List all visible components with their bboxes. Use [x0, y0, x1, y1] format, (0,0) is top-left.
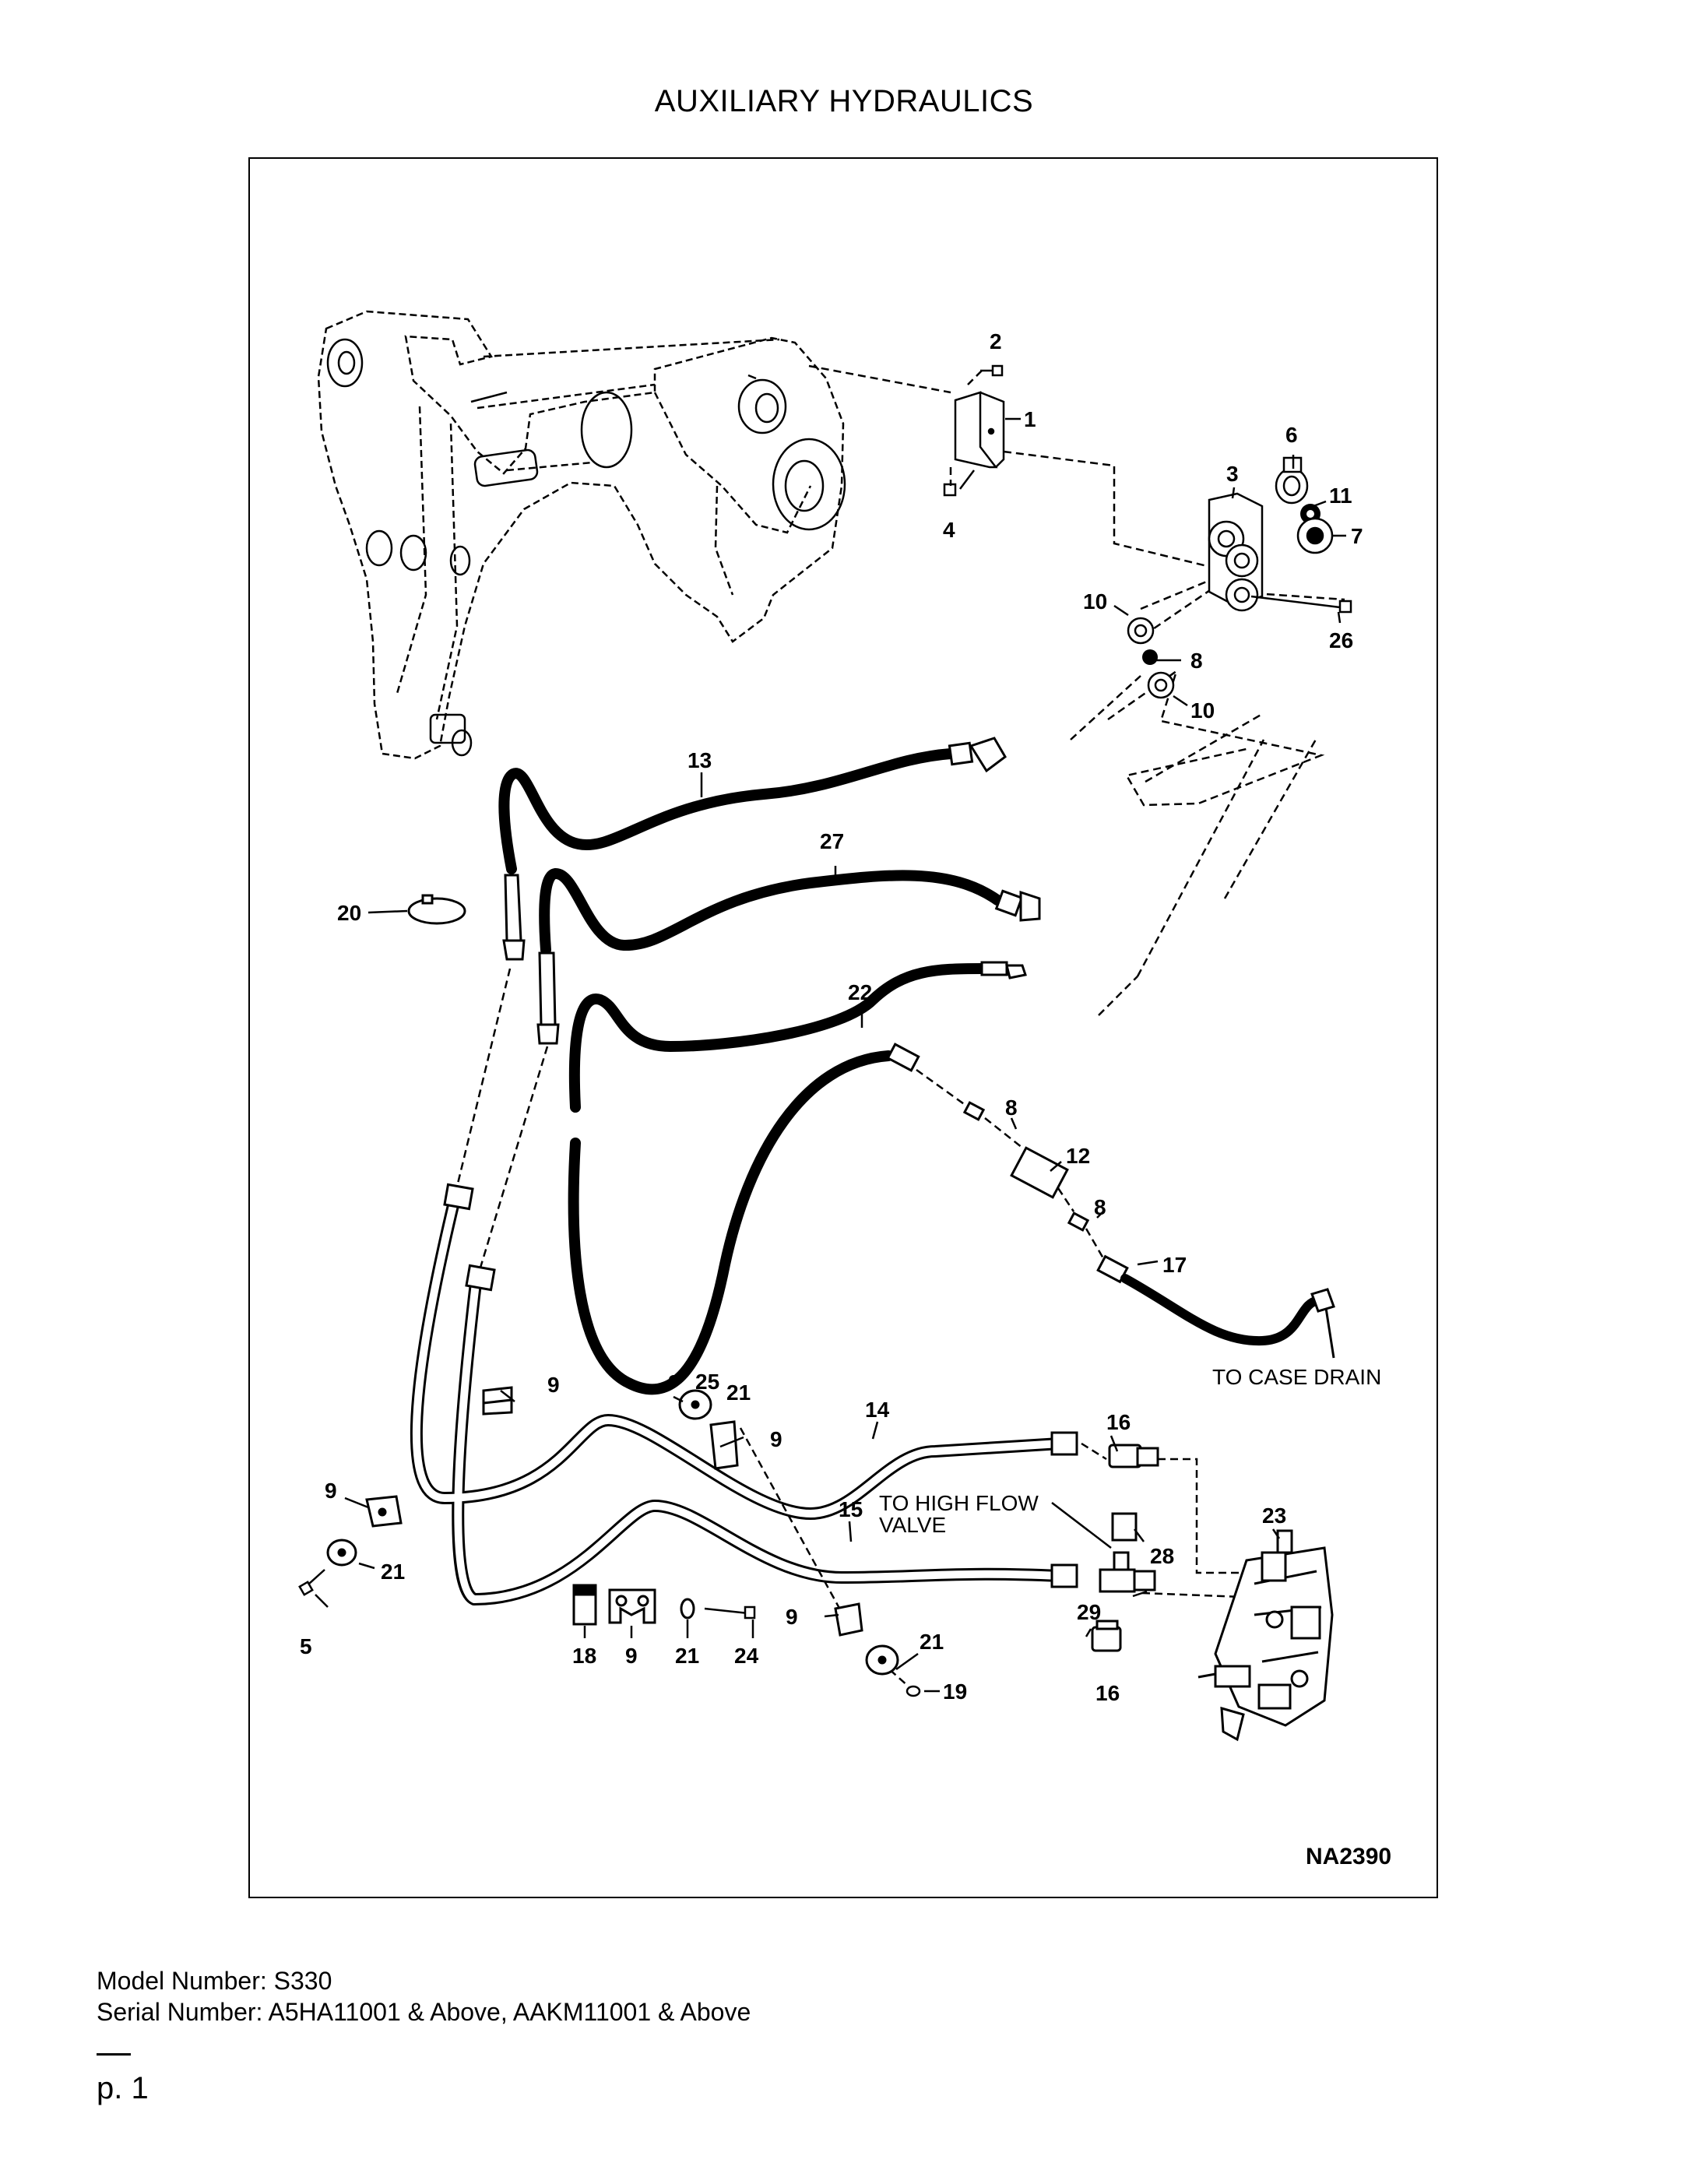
clamp-9-d	[608, 1588, 656, 1624]
callout-22: 22	[848, 980, 872, 1004]
nut-25	[669, 1375, 678, 1384]
callout-10-b: 10	[1190, 698, 1215, 723]
washer-21-a	[326, 1539, 357, 1567]
callout-21-b: 21	[726, 1380, 751, 1405]
page-number: p. 1	[97, 2071, 149, 2105]
clamp-9-e	[834, 1602, 863, 1637]
hose-17	[1120, 1274, 1323, 1346]
bolt-24	[704, 1605, 756, 1620]
fitting-28	[1111, 1512, 1138, 1542]
hose-13-fitting	[502, 737, 1007, 961]
callout-16-b: 16	[1095, 1681, 1120, 1705]
clamp-9-b	[365, 1495, 403, 1528]
callout-17: 17	[1162, 1253, 1187, 1277]
fitting-29	[1099, 1551, 1156, 1593]
note-high-flow-line2: VALVE	[879, 1513, 946, 1537]
model-number: Model Number: S330	[97, 1967, 332, 1995]
callout-6: 6	[1285, 423, 1298, 447]
callout-23: 23	[1262, 1503, 1286, 1528]
callout-4: 4	[943, 518, 955, 542]
callout-18: 18	[572, 1644, 596, 1668]
callout-12: 12	[1066, 1144, 1090, 1168]
callout-11: 11	[1329, 484, 1352, 508]
callout-21-a: 21	[381, 1560, 405, 1584]
steel-line-fittings	[443, 1183, 1078, 1588]
hose-22-fitting	[886, 961, 1027, 1072]
figure-id: NA2390	[1306, 1844, 1391, 1869]
loader-arm-drawing	[317, 310, 845, 760]
callout-25: 25	[695, 1370, 719, 1394]
bolt-5	[298, 1569, 325, 1596]
bolt-26	[1250, 595, 1352, 614]
callout-8-a: 8	[1190, 649, 1203, 673]
bolt-2	[980, 364, 1004, 377]
callout-26: 26	[1329, 628, 1353, 652]
callout-28: 28	[1150, 1544, 1174, 1568]
callout-29: 29	[1077, 1600, 1101, 1624]
filter-assembly	[962, 1101, 1129, 1284]
fitting-10-upper	[1127, 617, 1155, 645]
coupler-block-3	[1208, 492, 1264, 612]
washer-21-b	[678, 1389, 712, 1420]
clamp-9-a	[482, 1386, 513, 1416]
hose-27	[539, 868, 1003, 955]
callout-9-b: 9	[325, 1479, 337, 1503]
callout-8-b: 8	[1005, 1096, 1018, 1120]
callout-10-a: 10	[1083, 589, 1107, 614]
hose-22	[568, 963, 987, 1395]
callout-5: 5	[300, 1634, 312, 1658]
callout-13: 13	[688, 748, 712, 772]
control-valve-23	[1197, 1529, 1334, 1742]
callout-15: 15	[839, 1497, 863, 1521]
callout-7: 7	[1351, 524, 1363, 548]
callout-14: 14	[865, 1398, 890, 1422]
washer-21-d	[865, 1644, 899, 1676]
serial-number: Serial Number: A5HA11001 & Above, AAKM11…	[97, 1998, 751, 2026]
fitting-8-upper	[1142, 649, 1158, 665]
callout-1: 1	[1024, 407, 1036, 431]
callout-3: 3	[1226, 462, 1239, 486]
page-divider	[97, 2053, 131, 2056]
note-case-drain: TO CASE DRAIN	[1212, 1365, 1381, 1389]
hose-27-fitting	[536, 889, 1041, 1045]
washer-21-c	[680, 1598, 695, 1620]
callout-9-e: 9	[786, 1605, 798, 1629]
clamp-18	[572, 1584, 597, 1626]
callout-16-a: 16	[1106, 1410, 1131, 1434]
callout-2: 2	[990, 329, 1002, 353]
callout-9-c: 9	[770, 1427, 782, 1451]
callout-24: 24	[734, 1644, 759, 1668]
page-title: AUXILIARY HYDRAULICS	[654, 84, 1034, 118]
callout-19: 19	[943, 1679, 967, 1704]
bolt-19	[906, 1685, 921, 1697]
callout-8-c: 8	[1094, 1195, 1106, 1219]
fitting-7	[1296, 517, 1334, 554]
fitting-16-lower	[1091, 1620, 1122, 1652]
parts-diagram: 1 2 3 4 5 6 7 8 8 8 9 9 9 9 9 10 10 11 1…	[248, 157, 1438, 1898]
note-high-flow-line1: TO HIGH FLOW	[879, 1491, 1039, 1515]
callout-27: 27	[820, 829, 844, 853]
clamp-20	[407, 894, 466, 925]
nut-4	[943, 483, 957, 497]
fitting-10-lower	[1147, 671, 1175, 699]
callout-20: 20	[337, 901, 361, 925]
callout-21-c: 21	[675, 1644, 699, 1668]
callout-9-d: 9	[625, 1644, 638, 1668]
callout-21-d: 21	[920, 1630, 944, 1654]
hose-13	[498, 748, 956, 874]
fitting-6	[1275, 456, 1309, 505]
callout-9-a: 9	[547, 1373, 560, 1397]
